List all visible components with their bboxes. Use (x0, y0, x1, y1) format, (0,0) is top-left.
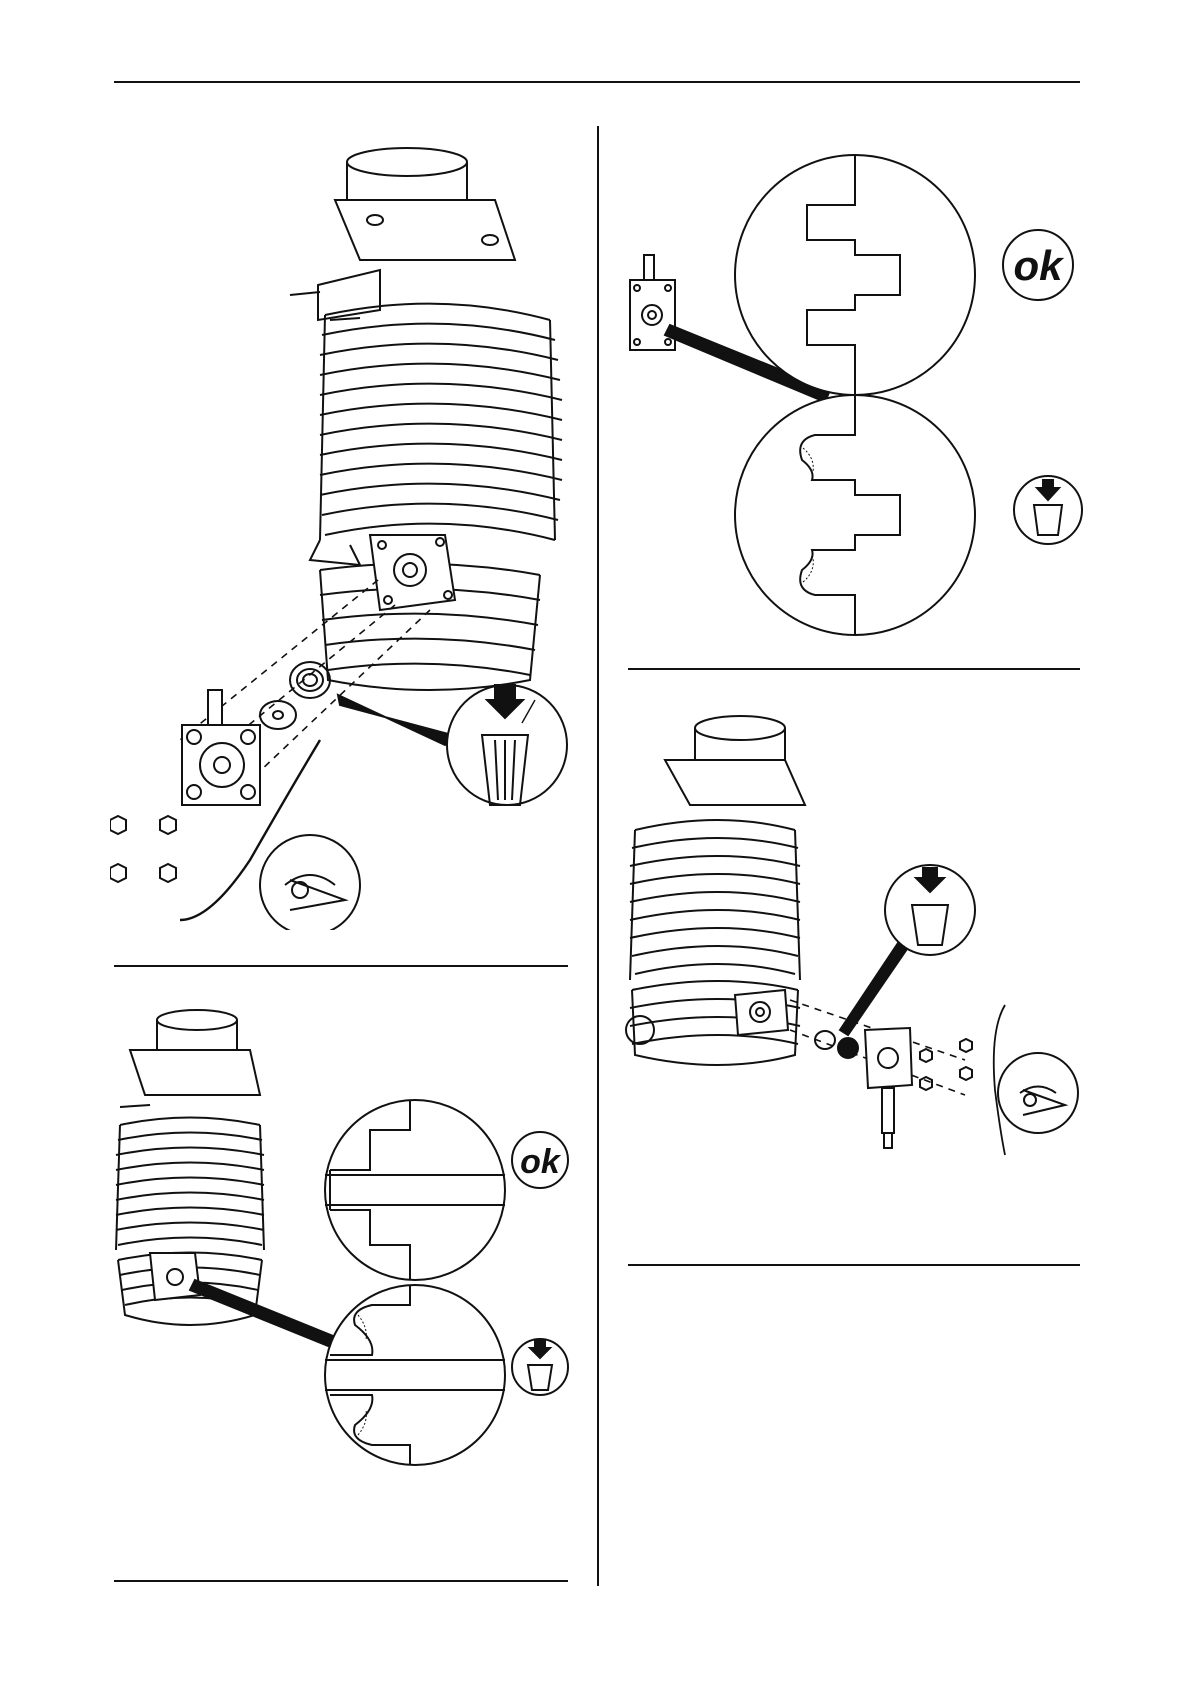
cylinder-illustration (626, 716, 805, 1065)
ok-label: ok (520, 1143, 562, 1181)
panel-3-illustration: ok (620, 140, 1090, 650)
panel-1 (110, 140, 570, 930)
discard-icon (512, 1339, 568, 1395)
discard-icon (1014, 476, 1082, 544)
gasket-icon (260, 662, 330, 729)
adapter-part (182, 690, 260, 805)
panel-1-illustration (110, 140, 570, 930)
inspect-eye-icon (998, 1053, 1078, 1133)
adapter-part (865, 1028, 912, 1148)
panel-1-bottom-rule (114, 965, 568, 967)
panel-2-illustration: ok (110, 995, 570, 1565)
ok-label: ok (1013, 242, 1065, 289)
discard-icon (885, 865, 975, 955)
panel-3: ok (620, 140, 1090, 650)
joint-detail-icon (325, 1100, 505, 1465)
center-vertical-rule (597, 126, 599, 1586)
gasket-icon (815, 1031, 858, 1058)
panel-2: ok (110, 995, 570, 1565)
panel-4-bottom-rule (628, 1264, 1080, 1266)
top-rule (114, 81, 1080, 83)
discard-icon (447, 685, 567, 805)
screw-icon (110, 816, 176, 882)
panel-4 (620, 710, 1090, 1230)
cylinder-illustration (290, 148, 562, 690)
joint-detail-icon (735, 155, 975, 635)
panel-4-illustration (620, 710, 1090, 1230)
panel-3-bottom-rule (628, 668, 1080, 670)
inspect-eye-icon (260, 835, 360, 930)
panel-2-bottom-rule (114, 1580, 568, 1582)
cylinder-illustration (116, 1010, 264, 1325)
